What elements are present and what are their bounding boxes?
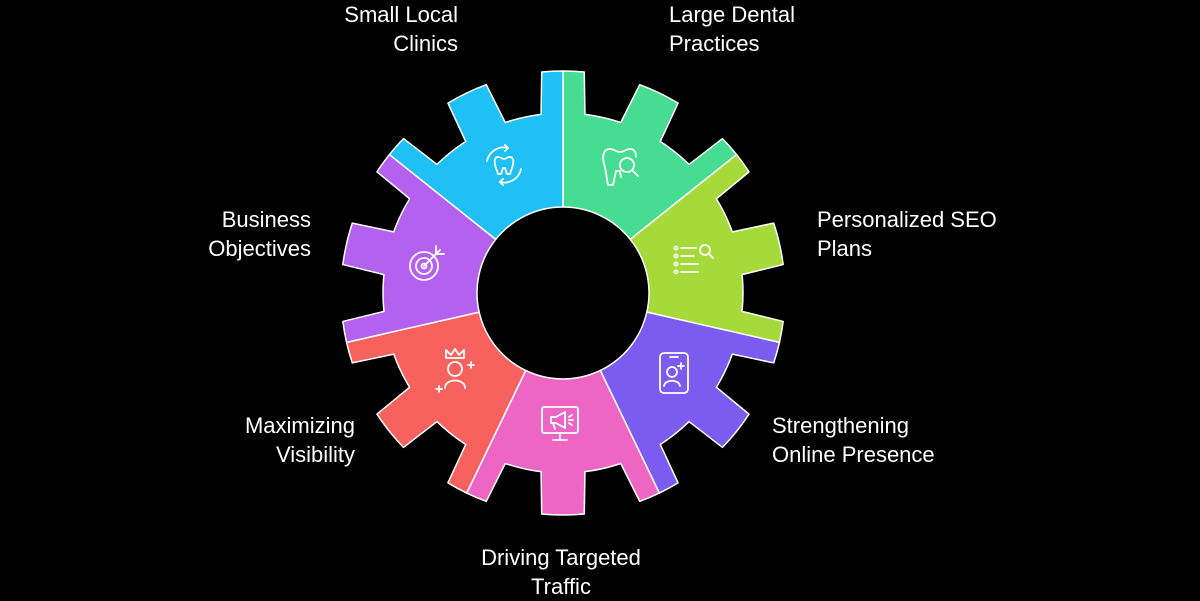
gear-segment-maximizing-visibility xyxy=(342,153,497,344)
gear-segment-strengthening-online-presence xyxy=(465,369,661,516)
gear-segment-driving-targeted-traffic xyxy=(345,311,527,494)
list-search-icon xyxy=(673,244,714,275)
target-icon xyxy=(409,245,445,281)
mobile-profile-icon xyxy=(659,352,689,394)
gear-segment-small-local-clinics xyxy=(562,70,738,241)
gear-segment-personalized-seo-plans xyxy=(599,311,781,494)
tooth-cycle-icon xyxy=(486,144,522,186)
gear-segment-business-objectives xyxy=(388,70,564,241)
tooth-search-icon xyxy=(602,148,639,186)
gear-hub xyxy=(479,209,647,377)
crown-person-icon xyxy=(435,348,475,393)
megaphone-screen-icon xyxy=(541,406,579,441)
gear-segment-large-dental-practices xyxy=(629,153,784,344)
